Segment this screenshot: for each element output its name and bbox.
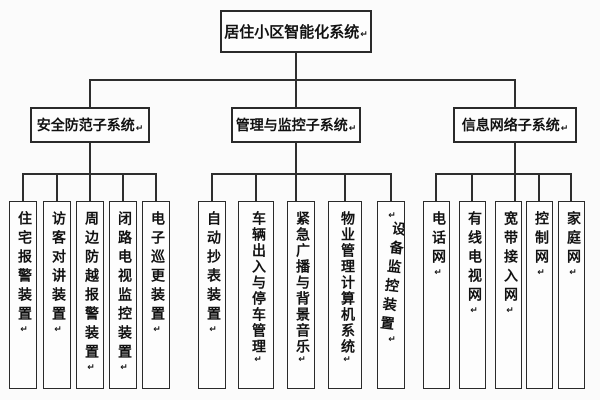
paragraph-mark: ↵ bbox=[469, 306, 479, 316]
leaf-home-alarm: 住宅报警装置↵ bbox=[9, 201, 37, 389]
management-monitoring-subsystem-label: 管理与监控子系统 bbox=[235, 118, 348, 134]
connector-security-drop-3 bbox=[89, 173, 91, 201]
leaf-catv-network: 有线电视网↵ bbox=[459, 201, 486, 389]
leaf-catv-network-label: 有线电视网 bbox=[466, 211, 482, 306]
information-network-subsystem-label: 信息网络子系统 bbox=[461, 118, 560, 134]
connector-management-drop-5 bbox=[390, 173, 392, 201]
connector-management-stem bbox=[295, 143, 297, 174]
leaf-broadband-access: 宽带接入网↵ bbox=[495, 201, 522, 389]
connector-management-rail bbox=[211, 173, 391, 175]
leaf-control-network: 控制网↵ bbox=[526, 201, 553, 389]
connector-drop-security bbox=[89, 79, 91, 107]
leaf-electronic-patrol: 电子巡更装置↵ bbox=[142, 201, 170, 389]
connector-security-drop-2 bbox=[56, 173, 58, 201]
connector-management-drop-2 bbox=[255, 173, 257, 201]
connector-information-drop-5 bbox=[570, 173, 572, 201]
leaf-broadband-access-label: 宽带接入网 bbox=[502, 211, 518, 306]
node-root-system: 居住小区智能化系统↵ bbox=[220, 10, 372, 53]
paragraph-mark: ↵ bbox=[536, 268, 546, 278]
leaf-telephone-network: 电话网↵ bbox=[423, 201, 450, 389]
paragraph-mark: ↵ bbox=[433, 268, 443, 278]
leaf-visitor-intercom-label: 访客对讲装置 bbox=[50, 211, 66, 325]
connector-information-drop-2 bbox=[471, 173, 473, 201]
connector-information-drop-4 bbox=[538, 173, 540, 201]
leaf-auto-meter-reading-label: 自动抄表装置 bbox=[205, 211, 221, 325]
connector-information-drop-1 bbox=[435, 173, 437, 201]
paragraph-mark: ↵ bbox=[119, 363, 129, 373]
connector-drop-management bbox=[295, 79, 297, 107]
paragraph-mark: ↵ bbox=[19, 325, 29, 335]
paragraph-mark: ↵ bbox=[560, 123, 569, 134]
connector-root-stem bbox=[295, 53, 297, 79]
connector-information-stem bbox=[514, 143, 516, 174]
paragraph-mark: ↵ bbox=[505, 306, 515, 316]
leaf-home-network: 家庭网↵ bbox=[558, 201, 585, 389]
connector-management-drop-1 bbox=[211, 173, 213, 201]
paragraph-mark: ↵ bbox=[348, 123, 357, 134]
connector-management-drop-3 bbox=[295, 173, 297, 201]
leaf-cctv-monitor-label: 闭路电视监控装置 bbox=[116, 211, 132, 363]
paragraph-mark: ↵ bbox=[208, 325, 218, 335]
leaf-equipment-monitor-label: 设备监控装置 bbox=[377, 220, 405, 336]
connector-information-drop-3 bbox=[514, 173, 516, 201]
paragraph-mark: ↵ bbox=[360, 30, 368, 40]
leaf-emergency-broadcast: 紧急广播与背景音乐↵ bbox=[287, 201, 315, 389]
connector-security-drop-4 bbox=[122, 173, 124, 201]
node-root-label: 居住小区智能化系统 bbox=[224, 23, 360, 41]
leaf-perimeter-alarm: 周边防越报警装置↵ bbox=[76, 201, 104, 389]
leaf-property-mgmt-computer-label: 物业管理计算机系统 bbox=[339, 211, 355, 355]
paragraph-mark: ↵ bbox=[387, 335, 397, 345]
leaf-property-mgmt-computer: 物业管理计算机系统↵ bbox=[328, 201, 362, 389]
leaf-electronic-patrol-label: 电子巡更装置 bbox=[149, 211, 165, 325]
paragraph-mark: ↵ bbox=[342, 355, 352, 365]
leaf-visitor-intercom: 访客对讲装置↵ bbox=[43, 201, 71, 389]
connector-security-stem bbox=[89, 143, 91, 174]
leaf-perimeter-alarm-label: 周边防越报警装置 bbox=[83, 211, 99, 363]
paragraph-mark: ↵ bbox=[253, 355, 263, 365]
leaf-vehicle-parking-mgmt-label: 车辆出入与停车管理 bbox=[250, 211, 266, 355]
paragraph-mark: ↵ bbox=[135, 123, 144, 134]
leaf-cctv-monitor: 闭路电视监控装置↵ bbox=[109, 201, 137, 389]
leaf-auto-meter-reading: 自动抄表装置↵ bbox=[198, 201, 226, 389]
connector-root-rail bbox=[89, 79, 515, 81]
connector-drop-information bbox=[514, 79, 516, 107]
paragraph-mark: ↵ bbox=[152, 325, 162, 335]
leaf-home-network-label: 家庭网 bbox=[565, 211, 581, 268]
paragraph-mark: ↵ bbox=[568, 268, 578, 278]
connector-management-drop-4 bbox=[344, 173, 346, 201]
leaf-vehicle-parking-mgmt: 车辆出入与停车管理↵ bbox=[238, 201, 274, 389]
security-subsystem-label: 安全防范子系统 bbox=[36, 118, 135, 134]
leaf-control-network-label: 控制网 bbox=[533, 211, 549, 268]
paragraph-mark: ↵ bbox=[86, 363, 96, 373]
leaf-home-alarm-label: 住宅报警装置 bbox=[16, 211, 32, 325]
node-security-subsystem: 安全防范子系统↵ bbox=[30, 107, 150, 143]
connector-information-rail bbox=[435, 173, 572, 175]
paragraph-mark: ↵ bbox=[387, 211, 397, 221]
leaf-equipment-monitor: ↵设备监控装置↵ bbox=[377, 201, 405, 389]
paragraph-mark: ↵ bbox=[53, 325, 63, 335]
paragraph-mark: ↵ bbox=[297, 355, 307, 365]
connector-security-drop-5 bbox=[155, 173, 157, 201]
node-management-monitoring-subsystem: 管理与监控子系统↵ bbox=[231, 107, 361, 143]
connector-security-drop-1 bbox=[22, 173, 24, 201]
node-information-network-subsystem: 信息网络子系统↵ bbox=[453, 107, 577, 143]
leaf-telephone-network-label: 电话网 bbox=[430, 211, 446, 268]
leaf-emergency-broadcast-label: 紧急广播与背景音乐 bbox=[294, 211, 310, 355]
